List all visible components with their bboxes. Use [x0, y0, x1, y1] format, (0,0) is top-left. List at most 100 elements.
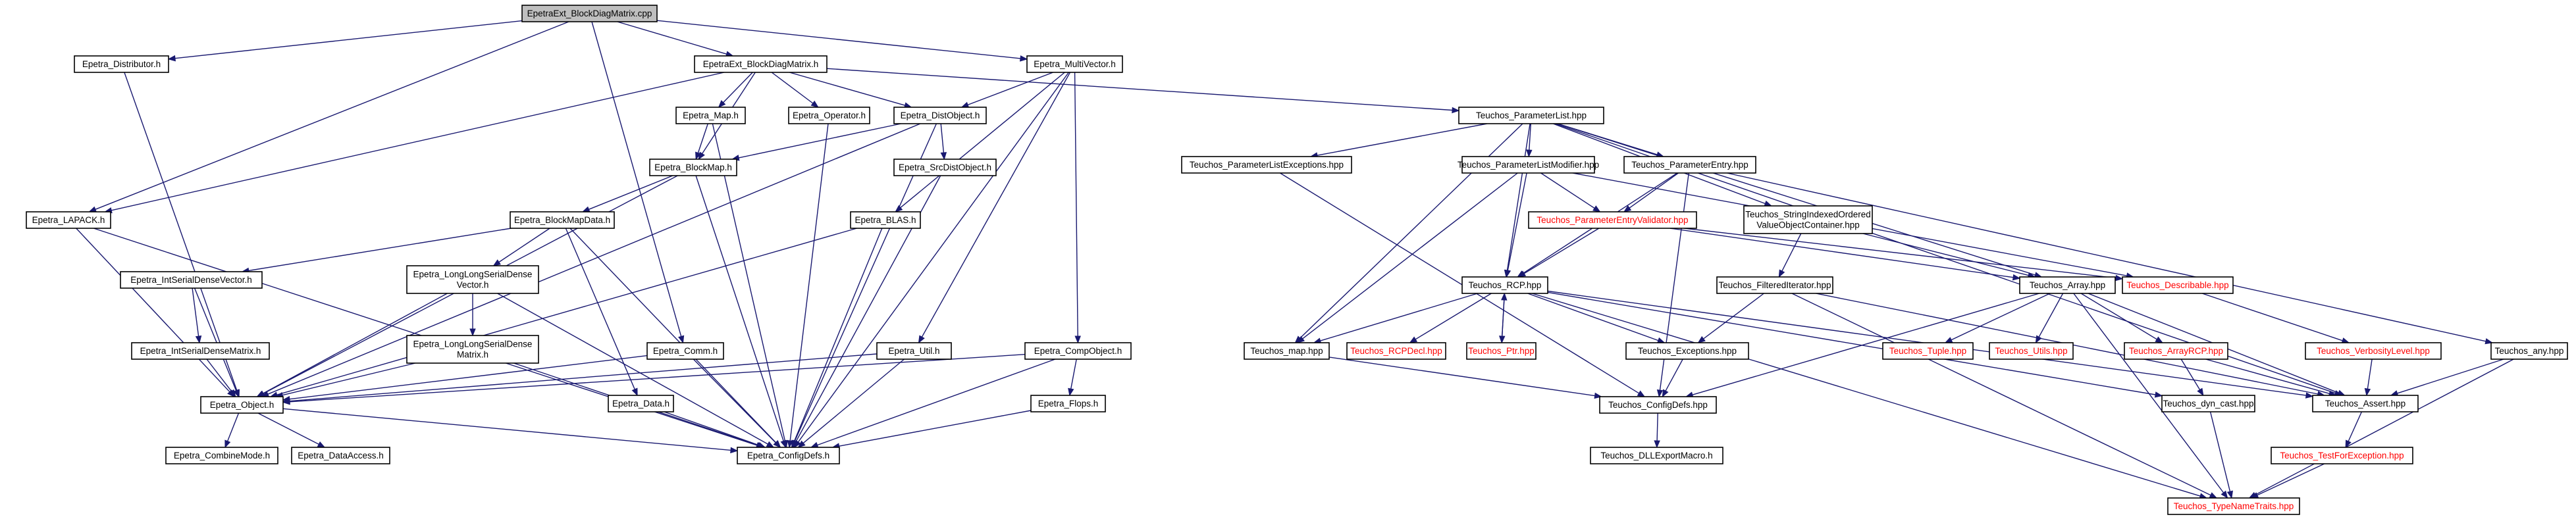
arrowhead: [695, 151, 702, 161]
node-dataaccess[interactable]: Epetra_DataAccess.h: [291, 447, 390, 464]
node-box: [2019, 276, 2116, 294]
edge-line: [1507, 172, 1527, 271]
node-box: [788, 107, 870, 124]
node-plist[interactable]: Teuchos_ParameterList.hpp: [1458, 107, 1604, 124]
edge-line: [2209, 411, 2231, 492]
arrowhead: [1778, 269, 1785, 278]
node-srcdist[interactable]: Epetra_SrcDistObject.h: [893, 159, 997, 176]
node-distobject[interactable]: Epetra_DistObject.h: [893, 107, 987, 124]
edge-array-to-utils: [2035, 293, 2064, 344]
node-filtered[interactable]: Teuchos_FilteredIterator.hpp: [1716, 276, 1833, 294]
edge-strindexed-to-array: [1862, 233, 2036, 278]
node-dllexport[interactable]: Teuchos_DLLExportMacro.h: [1590, 447, 1723, 464]
node-object[interactable]: Epetra_Object.h: [200, 396, 284, 414]
node-label: Epetra_ConfigDefs.h: [747, 451, 829, 460]
edge-line: [826, 68, 1453, 111]
nodes: EpetraExt_BlockDiagMatrix.cppEpetra_Dist…: [26, 5, 2568, 515]
node-label: Epetra_Util.h: [888, 346, 939, 356]
node-arrayrcp[interactable]: Teuchos_ArrayRCP.hpp: [2124, 342, 2228, 360]
node-box: [200, 396, 284, 414]
arrowhead: [678, 335, 685, 344]
node-label: Teuchos_Tuple.hpp: [1889, 346, 1966, 356]
node-strindexed[interactable]: Teuchos_StringIndexedOrderedValueObjectC…: [1743, 205, 1873, 234]
node-bmdata[interactable]: Epetra_BlockMapData.h: [510, 211, 615, 229]
node-pentry[interactable]: Teuchos_ParameterEntry.hpp: [1623, 156, 1756, 174]
arrowhead: [940, 152, 947, 161]
node-label: Epetra_Data.h: [612, 399, 670, 409]
node-label: Teuchos_Exceptions.hpp: [1638, 346, 1737, 356]
arrowhead: [2364, 387, 2371, 397]
node-box: [1623, 156, 1756, 174]
node-combinemode[interactable]: Epetra_CombineMode.h: [165, 447, 278, 464]
node-box: [737, 447, 840, 464]
node-box: [876, 342, 952, 360]
node-configdefs[interactable]: Epetra_ConfigDefs.h: [737, 447, 840, 464]
edge-line: [95, 21, 569, 210]
arrowhead: [2305, 392, 2314, 399]
node-blas[interactable]: Epetra_BLAS.h: [850, 211, 921, 229]
arrowhead: [1517, 270, 1527, 278]
node-box: [2490, 342, 2568, 360]
node-utils[interactable]: Teuchos_Utils.hpp: [1989, 342, 2074, 360]
node-box: [165, 447, 278, 464]
node-util[interactable]: Epetra_Util.h: [876, 342, 952, 360]
node-data[interactable]: Epetra_Data.h: [608, 395, 674, 412]
node-exceptions[interactable]: Teuchos_Exceptions.hpp: [1625, 342, 1749, 360]
node-plexc[interactable]: Teuchos_ParameterListExceptions.hpp: [1181, 156, 1352, 174]
node-root[interactable]: EpetraExt_BlockDiagMatrix.cpp: [521, 5, 658, 22]
node-label: Teuchos_ParameterEntryValidator.hpp: [1537, 215, 1688, 225]
edge-line: [1074, 72, 1078, 337]
node-ebdm-h[interactable]: EpetraExt_BlockDiagMatrix.h: [694, 55, 828, 73]
node-pevalidator[interactable]: Teuchos_ParameterEntryValidator.hpp: [1528, 211, 1697, 229]
arrowhead: [2012, 274, 2021, 281]
node-label: Epetra_DataAccess.h: [298, 451, 384, 460]
arrowhead: [167, 55, 176, 62]
node-comm[interactable]: Epetra_Comm.h: [646, 342, 724, 360]
edge-llsdv-to-llsdm: [469, 293, 476, 337]
arrowhead: [1504, 269, 1511, 278]
edge-pentry-to-tconfig: [1656, 172, 1689, 398]
edge-line: [967, 72, 1053, 106]
arrowhead: [317, 441, 326, 448]
node-multivector[interactable]: Epetra_MultiVector.h: [1026, 55, 1123, 73]
node-rcp[interactable]: Teuchos_RCP.hpp: [1461, 276, 1548, 294]
node-isdv[interactable]: Epetra_IntSerialDenseVector.h: [120, 271, 263, 289]
node-map-t[interactable]: Teuchos_map.hpp: [1244, 342, 1330, 360]
arrowhead: [718, 100, 726, 108]
node-distributor[interactable]: Epetra_Distributor.h: [74, 55, 169, 73]
node-plmod[interactable]: Teuchos_ParameterListModifier.hpp: [1458, 156, 1599, 174]
node-flops[interactable]: Epetra_Flops.h: [1030, 395, 1106, 412]
node-describable[interactable]: Teuchos_Describable.hpp: [2122, 276, 2234, 294]
node-any[interactable]: Teuchos_any.hpp: [2490, 342, 2568, 360]
node-box: [1458, 107, 1604, 124]
node-lapack[interactable]: Epetra_LAPACK.h: [26, 211, 111, 229]
edge-line: [289, 353, 878, 402]
node-rcpdecl[interactable]: Teuchos_RCPDecl.hpp: [1346, 342, 1446, 360]
node-ptr[interactable]: Teuchos_Ptr.hpp: [1466, 342, 1537, 360]
node-tuple[interactable]: Teuchos_Tuple.hpp: [1882, 342, 1974, 360]
node-map[interactable]: Epetra_Map.h: [675, 107, 746, 124]
edge-rcp-to-dyncast: [1547, 291, 2163, 398]
node-compobject[interactable]: Epetra_CompObject.h: [1024, 342, 1132, 360]
node-assert[interactable]: Teuchos_Assert.hpp: [2312, 395, 2419, 412]
node-testforexc[interactable]: Teuchos_TestForException.hpp: [2271, 447, 2413, 464]
node-array[interactable]: Teuchos_Array.hpp: [2019, 276, 2116, 294]
edge-plexc-to-tconfig: [1280, 172, 1646, 397]
node-tconfig[interactable]: Teuchos_ConfigDefs.hpp: [1599, 396, 1717, 414]
node-blockmap[interactable]: Epetra_BlockMap.h: [649, 159, 737, 176]
edge-util-to-configdefs: [797, 359, 905, 448]
node-isdm[interactable]: Epetra_IntSerialDenseMatrix.h: [131, 342, 270, 360]
edge-line: [1781, 233, 1802, 272]
edge-bmdata-to-data: [565, 228, 638, 397]
node-verbosity[interactable]: Teuchos_VerbosityLevel.hpp: [2305, 342, 2442, 360]
edge-line: [1656, 412, 1658, 441]
edge-line: [921, 72, 1071, 337]
node-label: Epetra_CompObject.h: [1034, 346, 1122, 356]
node-typename[interactable]: Teuchos_TypeNameTraits.hpp: [2167, 497, 2300, 515]
node-label: Teuchos_Describable.hpp: [2126, 280, 2228, 290]
node-operator[interactable]: Epetra_Operator.h: [788, 107, 870, 124]
node-box: [893, 159, 997, 176]
node-dyncast[interactable]: Teuchos_dyn_cast.hpp: [2161, 395, 2255, 412]
